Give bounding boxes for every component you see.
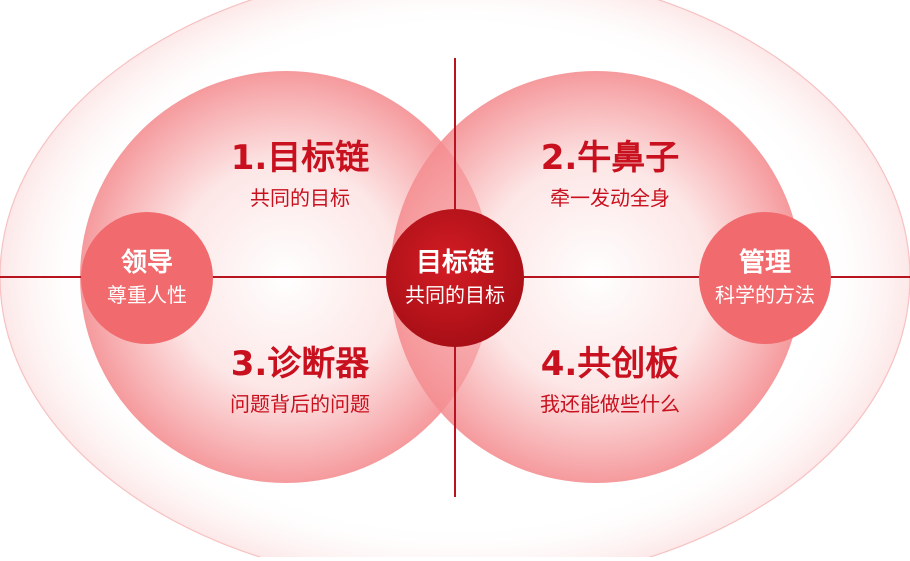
center-node-circle bbox=[386, 209, 524, 347]
quadrant-top-right-title: 2.牛鼻子 bbox=[540, 138, 680, 178]
quadrant-top-right-subtitle: 牵一发动全身 bbox=[550, 186, 670, 210]
right-node-circle bbox=[699, 212, 831, 344]
right-node-title: 管理 bbox=[738, 248, 791, 278]
quadrant-bottom-left-subtitle: 问题背后的问题 bbox=[230, 392, 370, 416]
center-title: 目标链 bbox=[415, 248, 494, 278]
left-node-circle bbox=[81, 212, 213, 344]
quadrant-bottom-left-title: 3.诊断器 bbox=[230, 344, 370, 384]
right-node-subtitle: 科学的方法 bbox=[715, 283, 815, 307]
quadrant-top-left-title: 1.目标链 bbox=[230, 138, 370, 178]
left-node-title: 领导 bbox=[120, 248, 173, 278]
quadrant-top-left-subtitle: 共同的目标 bbox=[250, 186, 350, 210]
quadrant-bottom-right-title: 4.共创板 bbox=[540, 344, 680, 384]
quadrant-bottom-right-subtitle: 我还能做些什么 bbox=[540, 392, 680, 416]
left-node-subtitle: 尊重人性 bbox=[107, 283, 187, 307]
center-subtitle: 共同的目标 bbox=[405, 283, 505, 307]
